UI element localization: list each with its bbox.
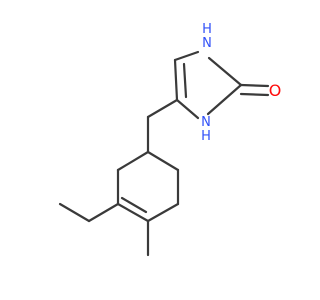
bond-c4-c5 — [173, 58, 179, 102]
bond-ring-c6-c1 — [116, 150, 150, 172]
bond-c2-n3 — [206, 83, 243, 116]
bond-ring-c3-c4 — [146, 202, 180, 223]
atom-label-n2: N — [201, 115, 211, 130]
bond-c4-ch2 — [146, 98, 179, 119]
bond-n3-c4 — [175, 98, 200, 120]
bond-ethyl-2 — [58, 202, 91, 223]
bond-c4-c5-double — [182, 62, 188, 99]
atom-label-o: O — [269, 81, 282, 100]
bond-c2-o-double — [239, 92, 270, 97]
molecule-structure: N H N H O — [58, 22, 282, 257]
atom-label-h1: H — [202, 22, 212, 37]
structure-canvas: N H N H O — [58, 22, 282, 257]
bond-c2-o — [239, 83, 270, 88]
atom-label-h2: H — [201, 129, 211, 144]
bond-ethyl-1 — [87, 202, 120, 223]
bond-n1-c2 — [207, 56, 243, 87]
bond-ring-c1-c2 — [146, 150, 180, 172]
bond-c5-n1 — [173, 50, 200, 62]
bond-ring-c4-c5 — [116, 202, 150, 223]
bond-ring-c4-c5-double — [120, 196, 148, 214]
atom-label-n1: N — [202, 36, 212, 51]
